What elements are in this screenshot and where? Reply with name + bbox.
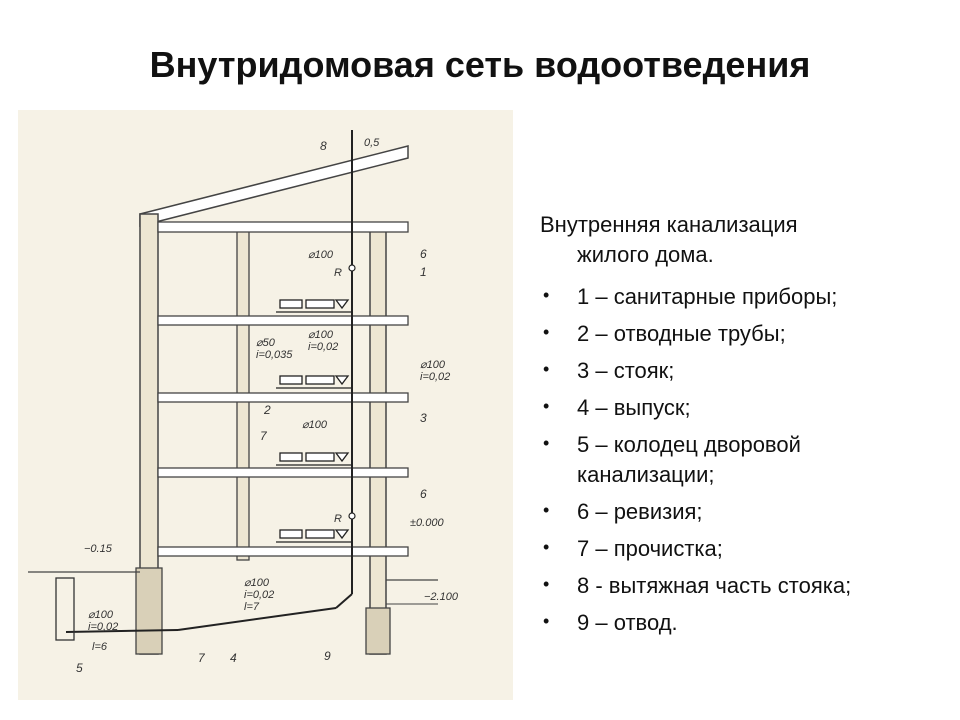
label-8: 8	[320, 139, 327, 153]
bullet-icon: •	[543, 611, 550, 631]
label-r-top: R	[334, 267, 342, 279]
floor-slab-1	[157, 546, 409, 557]
right-foundation	[365, 607, 391, 655]
label-basement-mark: −2.100	[424, 591, 459, 603]
bullet-icon: •	[543, 433, 550, 453]
label-vent-height: 0,5	[364, 137, 380, 149]
legend-item: •2 – отводные трубы;	[540, 319, 940, 349]
label-i02-well: i=0,02	[88, 621, 118, 633]
bullet-icon: •	[543, 359, 550, 379]
bullet-icon: •	[543, 322, 550, 342]
yard-well	[55, 577, 75, 641]
legend-item: •1 – санитарные приборы;	[540, 282, 940, 312]
legend-intro-line1: Внутренняя канализация	[540, 212, 798, 237]
label-d100-out: ⌀100	[244, 577, 270, 589]
outlet-pipe	[177, 607, 337, 631]
sewer-section-drawing: 8 0,5 6 1 ⌀100 R ⌀50 i=0,035 ⌀100 i=0,02…	[18, 110, 513, 700]
legend-item: •5 – колодец дворовой канализации;	[540, 430, 940, 490]
floor-slab-4	[157, 315, 409, 326]
label-i035: i=0,035	[256, 349, 293, 361]
floor-slab-roof	[157, 221, 409, 233]
bullet-icon: •	[543, 574, 550, 594]
label-4: 4	[230, 651, 237, 665]
label-i02-mid: i=0,02	[308, 341, 338, 353]
bullet-icon: •	[543, 396, 550, 416]
label-3: 3	[420, 411, 427, 425]
legend-list: •1 – санитарные приборы; •2 – отводные т…	[540, 282, 940, 638]
label-d100-riser: ⌀100	[302, 419, 328, 431]
riser-bend	[335, 593, 353, 609]
fixtures-floor-2	[276, 452, 352, 466]
label-ground-mark: −0.15	[84, 543, 113, 555]
fixtures-floor-3	[276, 375, 352, 389]
bullet-icon: •	[543, 285, 550, 305]
bullet-icon: •	[543, 537, 550, 557]
fixtures-floor-4	[276, 299, 352, 313]
revision-lower	[348, 512, 356, 520]
label-d100-top: ⌀100	[308, 249, 334, 261]
legend-intro-line2: жилого дома.	[577, 242, 714, 267]
fixtures-floor-1	[276, 529, 352, 543]
label-l6: l=6	[92, 641, 108, 653]
label-9: 9	[324, 649, 331, 663]
label-7-upper: 7	[260, 429, 268, 443]
label-1: 1	[420, 265, 427, 279]
floor-slab-2	[157, 467, 409, 478]
label-7-low: 7	[198, 651, 206, 665]
right-outer-wall	[369, 229, 387, 655]
label-d100-well: ⌀100	[88, 609, 114, 621]
outlet-to-well	[65, 629, 179, 633]
label-r-low: R	[334, 513, 342, 525]
legend-item: •8 - вытяжная часть стояка;	[540, 571, 940, 601]
legend-item: •4 – выпуск;	[540, 393, 940, 423]
drawing-paper	[18, 110, 513, 700]
revision-upper	[348, 264, 356, 272]
legend-intro: Внутренняя канализация жилого дома.	[540, 210, 940, 270]
bullet-icon: •	[543, 500, 550, 520]
legend-item: •9 – отвод.	[540, 608, 940, 638]
label-zero-mark: ±0.000	[410, 517, 444, 529]
label-i02-right: i=0,02	[420, 371, 450, 383]
label-5: 5	[76, 661, 83, 675]
floor-slab-3	[157, 392, 409, 403]
legend-item: •6 – ревизия;	[540, 497, 940, 527]
label-6-low: 6	[420, 487, 427, 501]
label-d100-mid: ⌀100	[308, 329, 334, 341]
label-2: 2	[263, 403, 271, 417]
label-d100-right: ⌀100	[420, 359, 446, 371]
legend-item: •3 – стояк;	[540, 356, 940, 386]
label-l7: l=7	[244, 601, 260, 613]
legend-item: •7 – прочистка;	[540, 534, 940, 564]
legend-panel: Внутренняя канализация жилого дома. •1 –…	[540, 210, 940, 645]
left-foundation	[135, 567, 163, 655]
label-d50: ⌀50	[256, 337, 276, 349]
slide-title: Внутридомовая сеть водоотведения	[149, 44, 811, 85]
label-i02-out: i=0,02	[244, 589, 274, 601]
label-6-top: 6	[420, 247, 427, 261]
